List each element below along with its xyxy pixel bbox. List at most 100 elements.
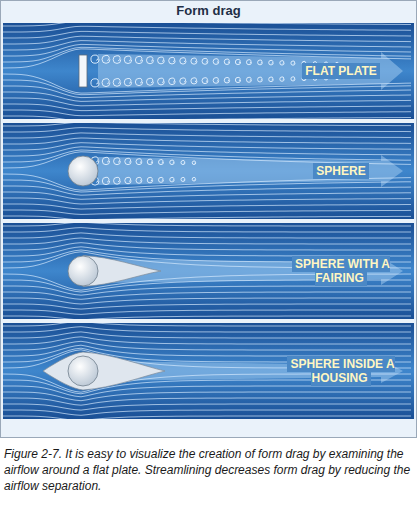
panel-ground xyxy=(3,223,414,319)
wake-eddy xyxy=(191,58,197,64)
wake-eddy xyxy=(135,56,142,63)
streamline xyxy=(3,23,411,26)
wake-eddy xyxy=(170,177,175,182)
wake-eddy xyxy=(235,77,240,82)
wake-eddy xyxy=(159,160,164,165)
housing xyxy=(43,352,165,390)
panel-label: SPHERE xyxy=(279,164,403,178)
wake-eddy xyxy=(258,77,263,82)
streamline xyxy=(3,143,411,150)
streamline xyxy=(3,41,411,50)
wake-eddy xyxy=(114,177,121,184)
wake-eddy xyxy=(192,177,196,181)
streamline xyxy=(3,337,411,344)
wake-eddy xyxy=(180,58,186,64)
streamline xyxy=(3,304,411,309)
wake-eddy xyxy=(114,158,121,165)
flow-panel: SPHERE WITH A FAIRING xyxy=(3,223,414,319)
caption: Figure 2-7. It is easy to visualize the … xyxy=(4,446,412,494)
caption-text: Figure 2-7. It is easy to visualize the … xyxy=(4,447,410,493)
streamline xyxy=(3,204,411,209)
panel-label-text: SPHERE WITH A FAIRING xyxy=(292,256,390,286)
streamline xyxy=(3,323,411,326)
panel-label: FLAT PLATE xyxy=(279,64,403,78)
streamline xyxy=(3,298,411,304)
streamline xyxy=(3,31,411,38)
streamline xyxy=(3,147,411,156)
wake-eddy xyxy=(181,177,185,181)
wake-eddy xyxy=(192,161,196,165)
figure-frame: Form drag FLAT PLATE SPHERE SPHERE WITH A … xyxy=(0,0,417,438)
wake-eddy xyxy=(147,159,152,165)
wake-eddy xyxy=(102,157,109,164)
wake-eddy xyxy=(291,77,295,81)
wake-eddy xyxy=(213,59,219,65)
wake-eddy xyxy=(258,60,263,65)
streamline xyxy=(3,198,411,204)
streamline xyxy=(3,98,411,106)
wake-eddy xyxy=(102,177,109,184)
streamline xyxy=(3,128,411,132)
streamline xyxy=(3,110,411,116)
streamline xyxy=(3,238,411,244)
sphere xyxy=(68,156,98,186)
wake-eddy xyxy=(158,57,165,64)
wake-eddy xyxy=(124,78,131,86)
diagram-title: Form drag xyxy=(1,1,416,21)
streamline xyxy=(3,228,411,232)
streamline xyxy=(3,36,411,44)
streamline xyxy=(3,416,411,419)
flow-panel: SPHERE INSIDE A HOUSING xyxy=(3,323,414,419)
wake-eddy xyxy=(280,61,284,65)
streamline xyxy=(3,286,411,295)
wake-eddy xyxy=(269,60,274,65)
flat-plate xyxy=(79,55,87,87)
panel-ground xyxy=(3,23,414,119)
wake-eddy xyxy=(235,59,240,64)
sphere xyxy=(68,256,98,286)
wake-eddy xyxy=(224,59,229,65)
wake-eddy xyxy=(202,58,208,64)
streamline xyxy=(3,386,411,397)
streamline xyxy=(3,123,411,126)
flow-panel: FLAT PLATE xyxy=(3,23,414,119)
panel-ground xyxy=(3,323,414,419)
panel-label-text: SPHERE xyxy=(313,163,368,179)
wake-eddy xyxy=(135,78,142,85)
streamline xyxy=(3,243,411,250)
wake-eddy xyxy=(91,55,99,63)
wake-eddy xyxy=(202,78,208,84)
wake-eddy xyxy=(191,78,197,84)
wake-eddy xyxy=(113,78,121,86)
streamline xyxy=(3,92,411,101)
wake-eddy xyxy=(91,79,99,87)
sphere xyxy=(68,356,98,386)
flow-panel: SPHERE xyxy=(3,123,414,219)
streamline xyxy=(3,223,411,226)
panel-label-text: SPHERE INSIDE A HOUSING xyxy=(287,356,394,386)
wake-eddy xyxy=(180,78,186,84)
streamline xyxy=(3,310,411,314)
streamline xyxy=(3,138,411,144)
panel-label: SPHERE WITH A FAIRING xyxy=(279,257,403,285)
streamline xyxy=(3,392,411,401)
wake-eddy xyxy=(113,56,121,64)
streamline xyxy=(3,247,411,256)
wake-eddy xyxy=(269,77,274,82)
streamline xyxy=(3,186,411,195)
streamline xyxy=(3,133,411,138)
streamline xyxy=(3,327,411,332)
streamline xyxy=(3,233,411,238)
panel-ground xyxy=(3,123,414,219)
wake-eddy xyxy=(246,60,251,65)
wake-eddy xyxy=(246,77,251,82)
wake-eddy xyxy=(291,61,295,65)
streamline xyxy=(3,216,411,219)
wake-eddy xyxy=(147,177,152,183)
streamline xyxy=(3,26,411,32)
streamline xyxy=(3,104,411,111)
wake-eddy xyxy=(170,160,175,165)
panel-label: SPHERE INSIDE A HOUSING xyxy=(279,357,403,385)
wake-eddy xyxy=(136,159,142,165)
wake-eddy xyxy=(102,79,110,87)
